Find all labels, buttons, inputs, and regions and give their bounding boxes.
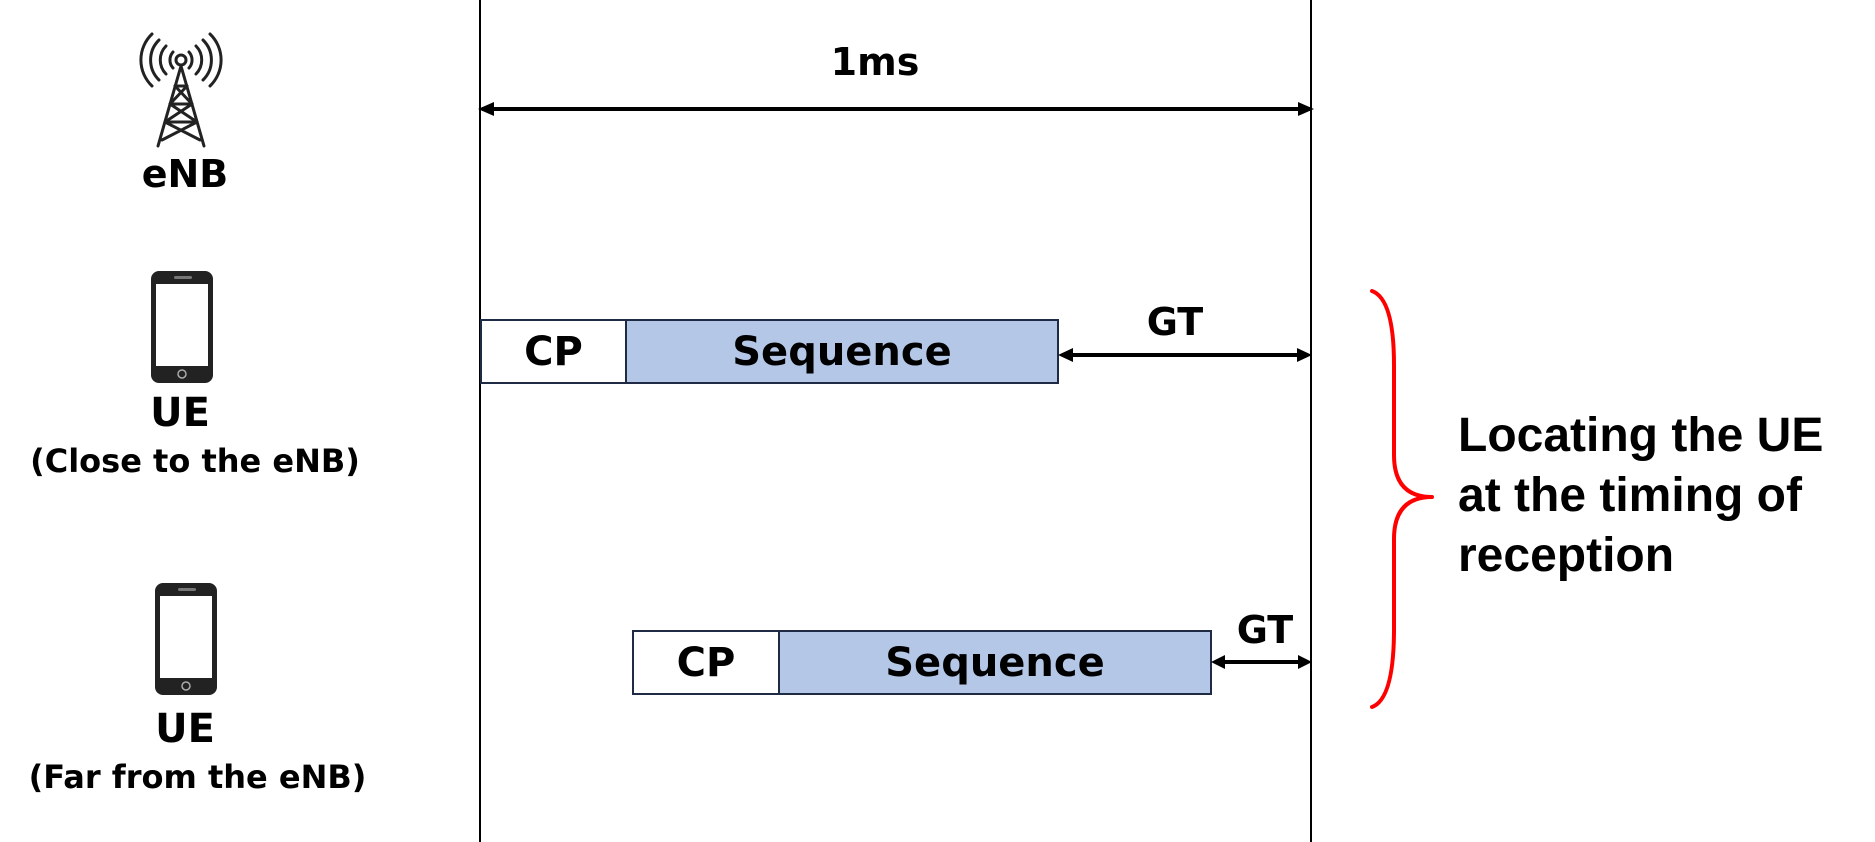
ue-close-label: UE [150, 390, 210, 436]
cell-tower-icon [139, 32, 223, 148]
gt-label: GT [1146, 300, 1204, 344]
cp-block: CP [632, 630, 780, 695]
smartphone-icon [151, 271, 213, 383]
cp-block: CP [480, 319, 627, 384]
ue-far-label: UE [155, 706, 215, 752]
sequence-block: Sequence [778, 630, 1212, 695]
duration-arrow [478, 102, 1314, 116]
annotation-line-1: Locating the UE [1458, 409, 1824, 462]
enb-label: eNB [141, 152, 229, 196]
annotation-text: Locating the UE at the timing of recepti… [1458, 406, 1823, 586]
duration-label: 1ms [830, 40, 920, 84]
gt-arrow [1058, 348, 1312, 362]
annotation-line-2: at the timing of [1458, 469, 1802, 522]
ue-far-sublabel: (Far from the eNB) [28, 758, 367, 796]
annotation-line-3: reception [1458, 529, 1675, 582]
gt-label: GT [1236, 608, 1294, 652]
frame-end-line [1310, 0, 1312, 842]
curly-brace [1370, 289, 1434, 709]
sequence-block: Sequence [625, 319, 1059, 384]
frame-start-line [479, 0, 481, 842]
gt-arrow [1211, 655, 1312, 669]
smartphone-icon [155, 583, 217, 695]
ue-close-sublabel: (Close to the eNB) [30, 442, 360, 480]
